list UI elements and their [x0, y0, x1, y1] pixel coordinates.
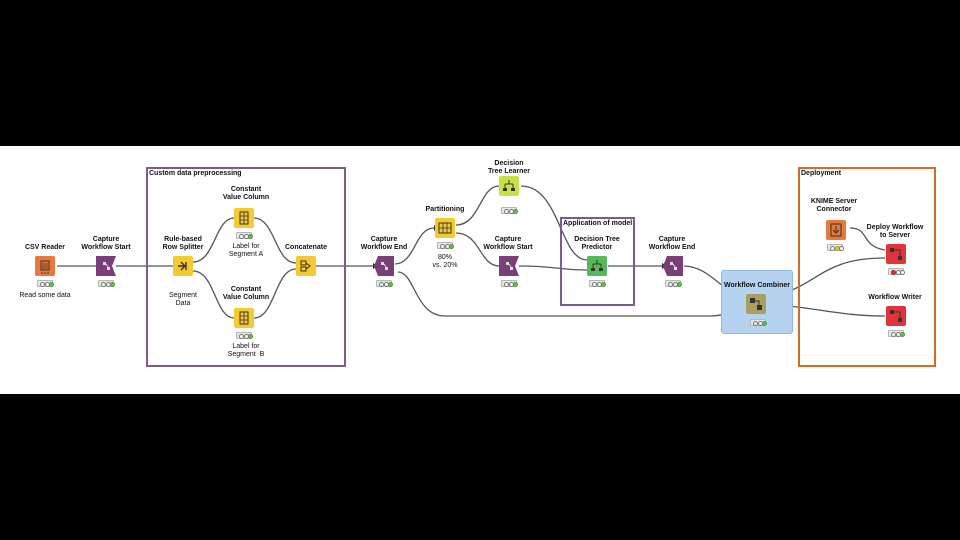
conn-splitter-constb	[192, 270, 235, 319]
node-title: Constant Value Column	[222, 186, 270, 201]
node-title: Capture Workflow End	[360, 236, 408, 251]
conn-partition-learner	[455, 185, 500, 226]
status-indicator	[665, 280, 682, 287]
conn-captureend-partition	[394, 227, 435, 265]
annotation-custom-preprocessing[interactable]	[146, 167, 346, 367]
status-indicator	[501, 280, 518, 287]
node-title: Decision Tree Learner	[487, 160, 531, 175]
node-note: 80% vs. 20%	[432, 254, 458, 269]
workflow-combiner-icon	[746, 294, 766, 314]
node-title: Partitioning	[425, 206, 465, 213]
node-note: Label for Segment A	[228, 243, 264, 258]
annotation-deployment[interactable]	[798, 167, 936, 367]
status-indicator	[437, 242, 454, 249]
status-indicator	[501, 207, 518, 214]
annotation-label-deployment: Deployment	[801, 170, 842, 177]
partitioning-icon	[435, 218, 455, 238]
csv-reader-icon	[35, 256, 55, 276]
node-title: Capture Workflow Start	[81, 236, 131, 251]
server-connector-icon	[826, 220, 846, 240]
conn-consta-concat	[253, 217, 297, 264]
deploy-workflow-icon	[886, 244, 906, 264]
constant-column-icon	[234, 308, 254, 328]
node-note: Read some data	[19, 292, 71, 299]
node-title: Deploy Workflow to Server	[866, 224, 924, 239]
annotation-application-of-model[interactable]	[560, 217, 635, 306]
workflow-writer-icon	[886, 306, 906, 326]
status-indicator	[98, 280, 115, 287]
workflow-canvas[interactable]: Custom data preprocessing Application of…	[0, 146, 960, 394]
node-note: Label for Segment B	[227, 343, 265, 358]
decision-tree-learner-icon	[499, 176, 519, 196]
node-title: Capture Workflow Start	[483, 236, 533, 251]
status-indicator	[750, 319, 767, 326]
annotation-label-application-of-model: Application of model	[563, 220, 633, 227]
node-note: Segment Data	[168, 292, 198, 307]
status-indicator	[236, 332, 253, 339]
conn-capstart-predictor	[518, 265, 588, 271]
capture-start-icon	[96, 256, 116, 276]
conn-partition-capstart	[455, 232, 500, 267]
decision-tree-predictor-icon	[587, 256, 607, 276]
node-title: Concatenate	[284, 244, 327, 251]
capture-end-icon	[663, 256, 683, 276]
status-indicator	[376, 280, 393, 287]
conn-constb-concat	[253, 268, 297, 319]
conn-splitter-consta	[192, 217, 235, 263]
node-title: KNIME Server Connector	[810, 198, 858, 213]
status-indicator	[888, 330, 905, 337]
concatenate-icon	[296, 256, 316, 276]
status-indicator	[589, 280, 606, 287]
conn-learner-predictor	[520, 185, 588, 261]
capture-start-icon	[499, 256, 519, 276]
annotation-label-custom-preprocessing: Custom data preprocessing	[149, 170, 242, 177]
constant-column-icon	[234, 208, 254, 228]
node-title: CSV Reader	[24, 244, 66, 251]
status-indicator	[37, 280, 54, 287]
node-title: Capture Workflow End	[648, 236, 696, 251]
row-splitter-icon	[173, 256, 193, 276]
node-title: Constant Value Column	[222, 286, 270, 301]
node-title: Decision Tree Predictor	[574, 236, 620, 251]
node-title: Rule-based Row Splitter	[162, 236, 204, 251]
status-indicator	[827, 244, 844, 251]
status-indicator	[236, 232, 253, 239]
status-indicator	[888, 268, 905, 275]
conn-connector-deploy	[849, 227, 886, 251]
node-title: Workflow Combiner	[724, 282, 790, 289]
capture-end-icon	[374, 256, 394, 276]
node-title: Workflow Writer	[868, 294, 922, 301]
